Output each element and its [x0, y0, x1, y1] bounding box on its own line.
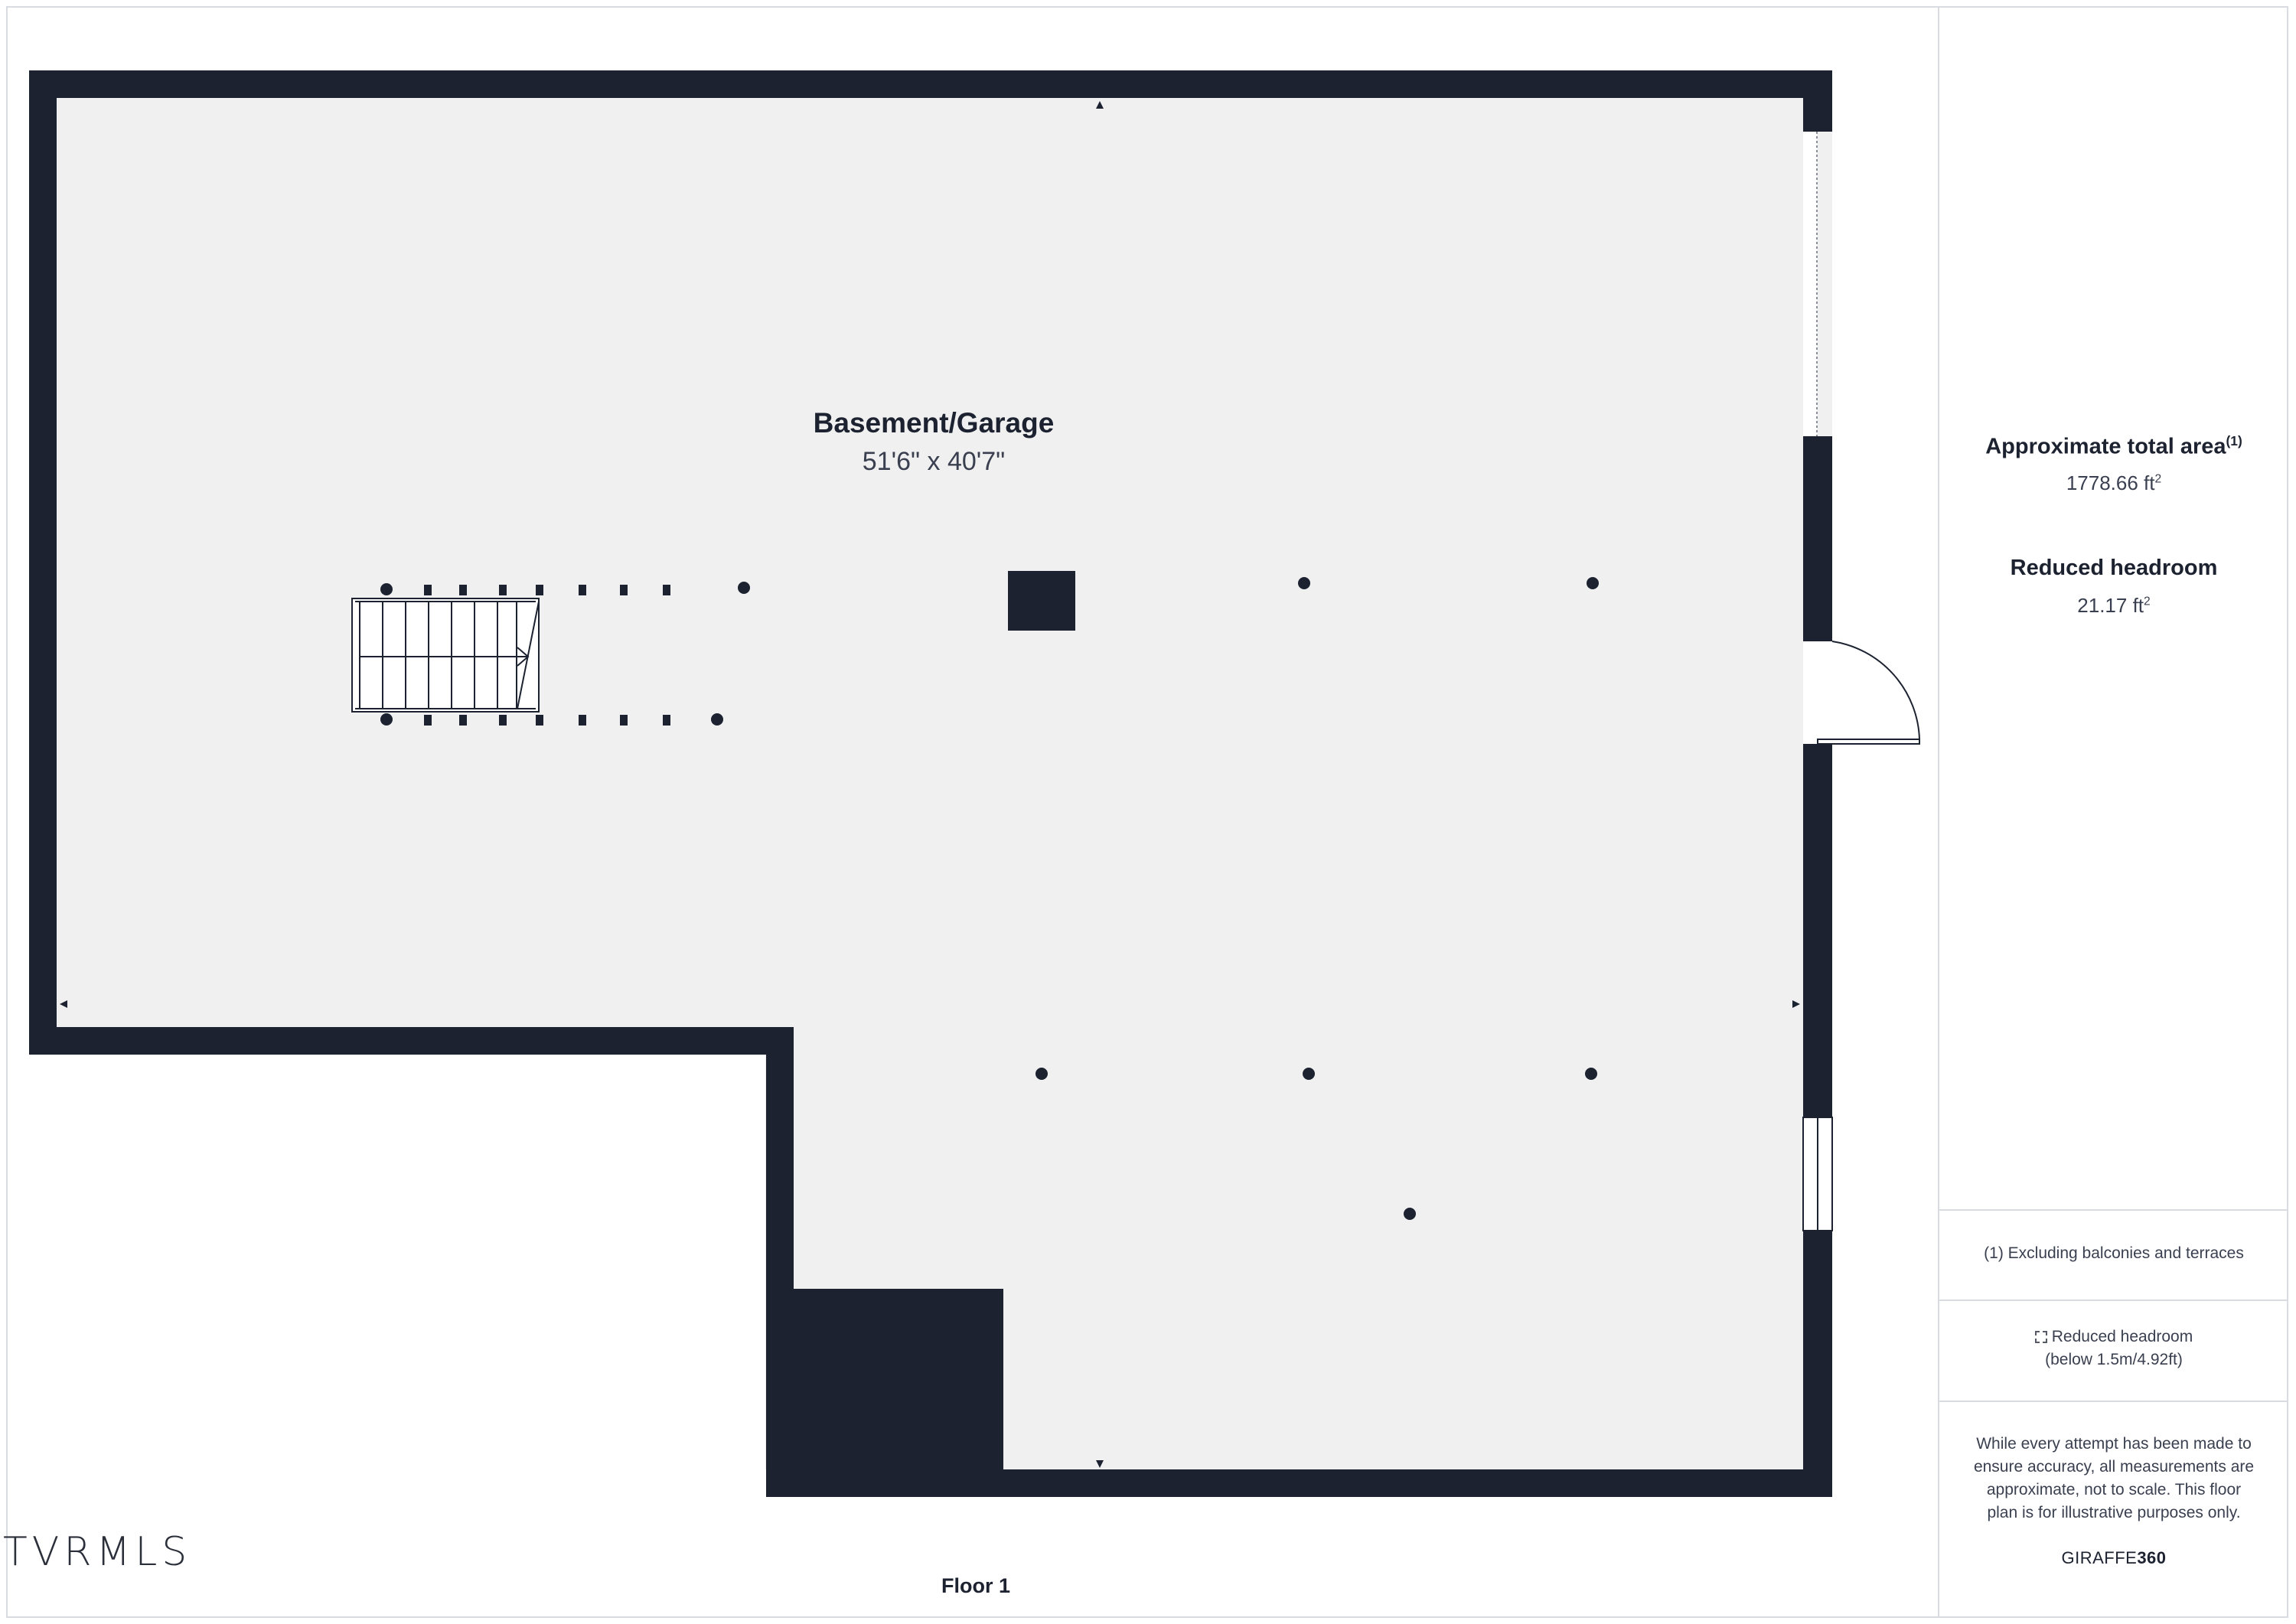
column-block — [1008, 571, 1075, 631]
wall-top — [29, 70, 1832, 98]
walls — [29, 70, 1832, 1497]
wall-left — [29, 70, 57, 1055]
dashed-square-icon — [2034, 1331, 2047, 1343]
inner-block — [766, 1289, 1003, 1497]
wall-right-bottom — [1803, 1231, 1832, 1497]
footnote: (1) Excluding balconies and terraces — [1984, 1244, 2244, 1262]
floor-area — [57, 98, 1803, 1469]
reduced-headroom-title: Reduced headroom — [2010, 556, 2218, 580]
page-frame — [6, 6, 2288, 1618]
wall-step-horizontal — [29, 1027, 794, 1055]
total-area-title: Approximate total area(1) — [1985, 433, 2242, 459]
sidebar-rule — [1939, 1401, 2288, 1402]
wall-right-top — [1803, 70, 1832, 132]
room-dimensions: 51'6" x 40'7" — [862, 447, 1006, 476]
brand-logo: GIRAFFE360 — [2061, 1548, 2167, 1567]
room-name: Basement/Garage — [813, 407, 1055, 439]
garage-door-opening — [1816, 132, 1832, 436]
wall-right-mid1 — [1803, 436, 1832, 641]
sidebar-rule — [1939, 1209, 2288, 1211]
floor-label: Floor 1 — [941, 1574, 1010, 1597]
entry-door — [1817, 641, 1920, 745]
total-area-value: 1778.66 ft2 — [2066, 471, 2162, 494]
window — [1802, 1117, 1833, 1231]
wall-right-mid2 — [1803, 744, 1832, 1117]
disclaimer: While every attempt has been made to ens… — [1973, 1435, 2255, 1521]
reduced-headroom-value: 21.17 ft2 — [2077, 594, 2151, 617]
sidebar-divider — [1938, 6, 1939, 1618]
legend-reduced-headroom: Reduced headroom(below 1.5m/4.92ft) — [1939, 1326, 2288, 1371]
staircase — [351, 598, 540, 713]
mls-logo: TVRMLS — [3, 1529, 192, 1575]
sidebar-rule — [1939, 1300, 2288, 1301]
support-posts — [380, 577, 1599, 1220]
dimension-markers — [60, 101, 1800, 1468]
